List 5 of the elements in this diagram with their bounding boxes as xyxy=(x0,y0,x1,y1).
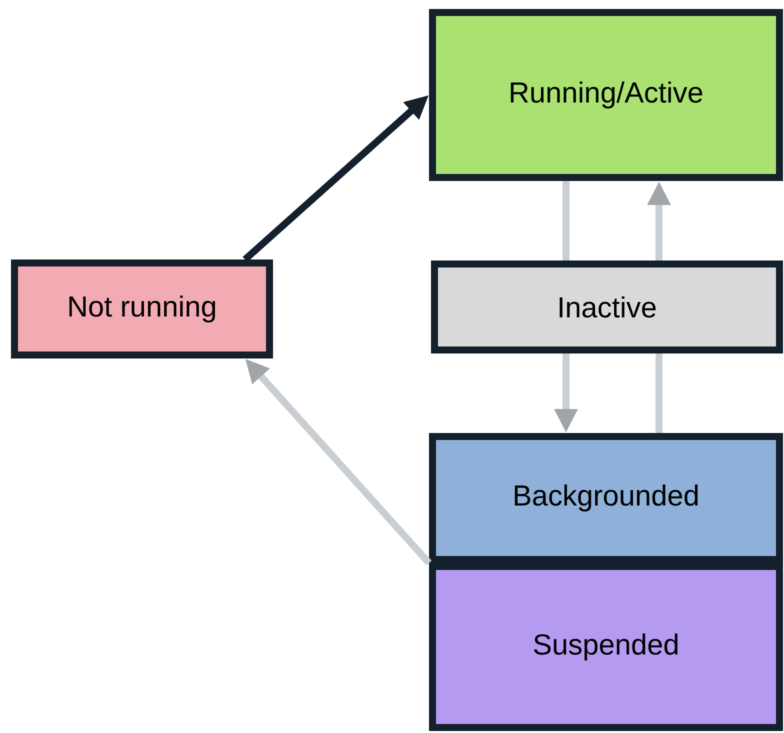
state-box: Running/Active xyxy=(429,9,783,181)
state-box: Inactive xyxy=(431,260,783,354)
state-box: Suspended xyxy=(429,563,783,731)
state-box: Backgrounded xyxy=(429,433,783,563)
state-box: Not running xyxy=(11,260,273,358)
